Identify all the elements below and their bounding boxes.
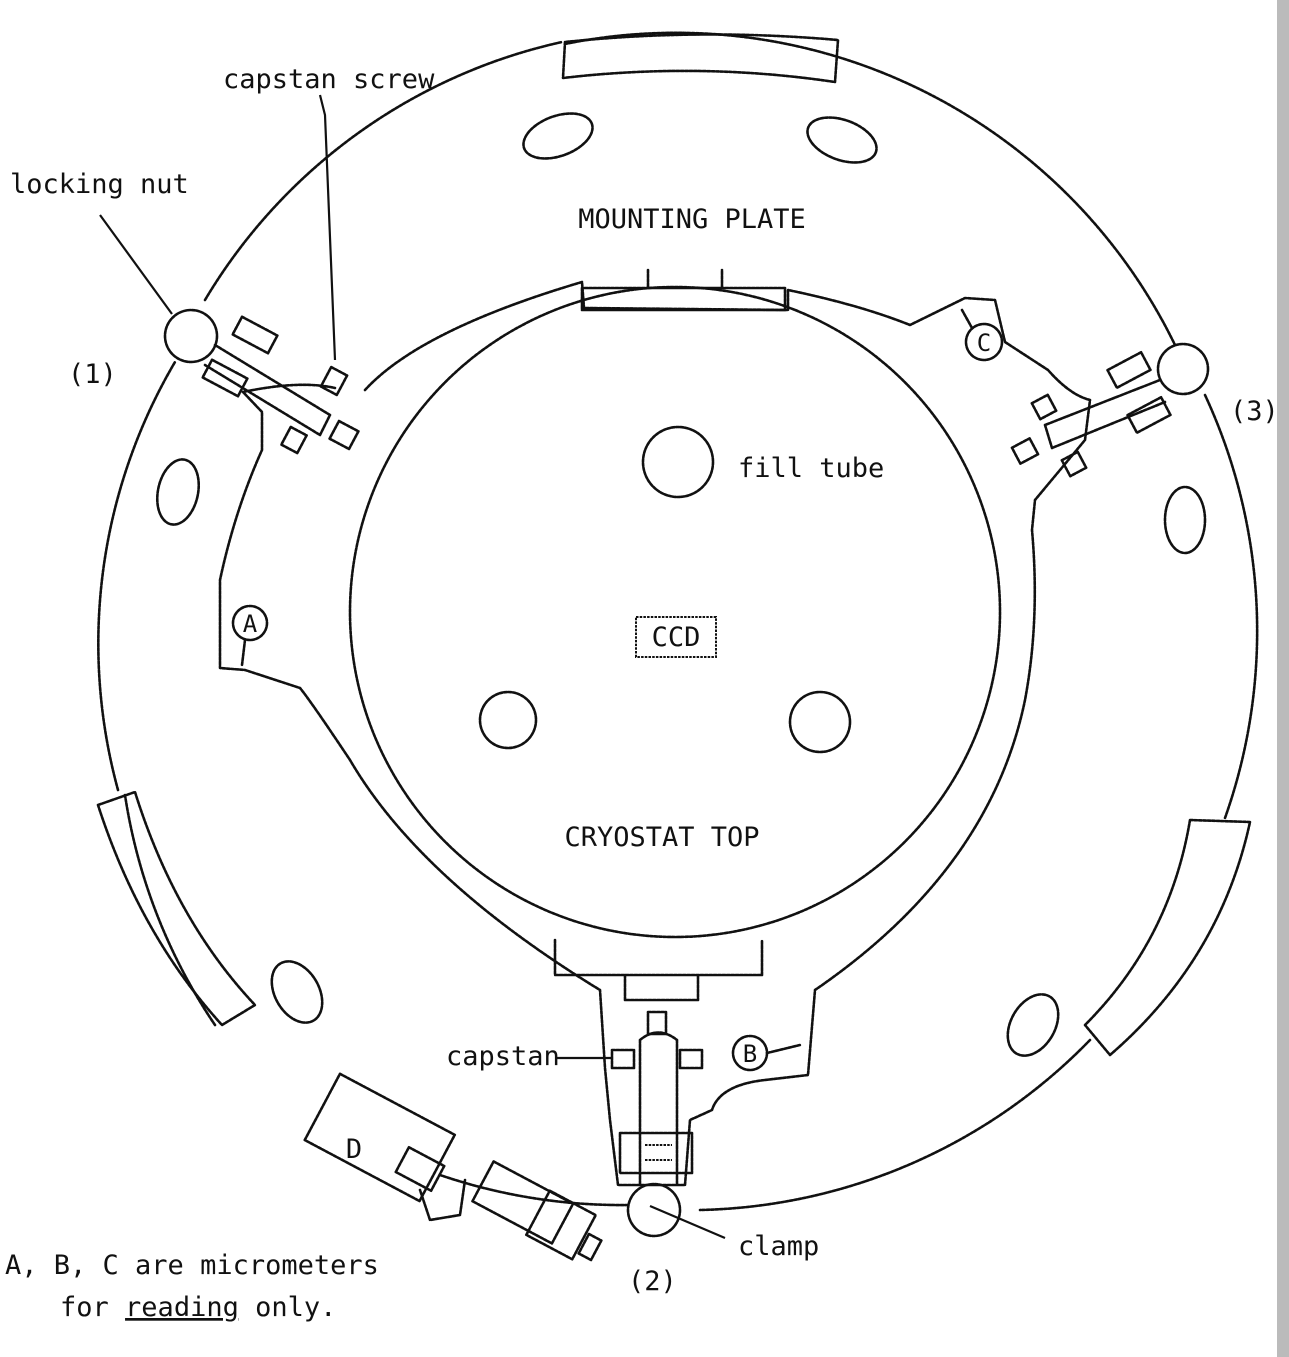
- leader-clamp: [649, 1204, 726, 1240]
- oval-slot-bottom-left: [270, 960, 324, 1024]
- clamp-3-label: (3): [1230, 396, 1279, 427]
- note-line-2: for reading only.: [60, 1292, 336, 1323]
- micrometer-b-label: B: [743, 1040, 757, 1068]
- oval-slot-bottom-right: [1006, 993, 1060, 1057]
- fill-tube-label: fill tube: [738, 453, 884, 484]
- micrometer-c-circle: [964, 322, 1004, 362]
- ccd-label: CCD: [652, 622, 701, 653]
- top-tab: [561, 33, 840, 84]
- note-reading: reading: [125, 1292, 239, 1323]
- leader-locking-nut: [99, 214, 173, 315]
- clamp-1-assembly: [163, 308, 360, 455]
- clamp-2-label: (2): [628, 1266, 677, 1297]
- micrometer-a-circle: [231, 604, 269, 642]
- locking-nut-3-circle: [1156, 342, 1210, 396]
- left-slot: [96, 790, 257, 1027]
- clamp-2-assembly: [610, 1010, 704, 1238]
- clamp-1-label: (1): [68, 359, 117, 390]
- mounting-plate-outline: [97, 31, 1259, 1212]
- cryostat-bottom-block: [553, 938, 764, 1002]
- part-d-label: D: [346, 1134, 362, 1165]
- part-d-assembly: [303, 1072, 603, 1262]
- micrometer-c-label: C: [977, 329, 991, 357]
- note-for: for: [60, 1292, 109, 1323]
- locking-nut-1-circle: [163, 308, 219, 364]
- capstan-screw-label: capstan screw: [223, 64, 435, 95]
- note-only: only.: [255, 1292, 336, 1323]
- capstan-label: capstan: [446, 1041, 560, 1072]
- port-left-circle: [478, 690, 538, 750]
- oval-slot-left: [155, 458, 201, 526]
- mounting-plate-label: MOUNTING PLATE: [578, 204, 806, 235]
- cryostat-top-label: CRYOSTAT TOP: [564, 822, 759, 853]
- inner-plate-cutout: [218, 280, 1092, 1187]
- right-slot: [1083, 818, 1252, 1057]
- clamp-3-assembly: [1010, 342, 1210, 478]
- clamp-label: clamp: [738, 1231, 819, 1262]
- micrometer-a-label: A: [243, 610, 258, 638]
- oval-slot-right: [1163, 485, 1207, 555]
- oval-slot-top-left: [522, 112, 594, 160]
- ccd-box: [635, 616, 717, 658]
- locking-nut-label: locking nut: [10, 169, 189, 200]
- cryostat-top-block: [580, 268, 787, 312]
- leader-capstan-screw: [318, 94, 337, 361]
- right-border-strip: [1277, 0, 1289, 1357]
- port-right-circle: [788, 690, 852, 754]
- fill-tube-circle: [641, 425, 715, 499]
- clamp-2-circle: [626, 1182, 682, 1238]
- oval-slot-top-right: [806, 116, 878, 164]
- note-line-1: A, B, C are micrometers: [5, 1250, 379, 1281]
